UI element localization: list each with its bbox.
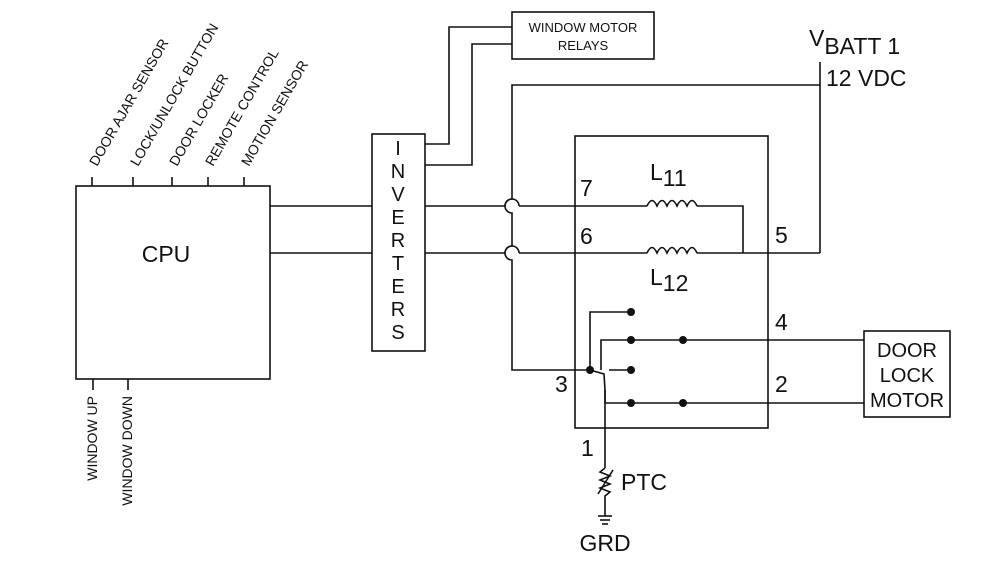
- coil-l12: L12: [646, 246, 820, 296]
- cpu-label: CPU: [142, 241, 191, 267]
- relay-contacts: [586, 308, 864, 468]
- pin-4-label: 4: [775, 309, 788, 335]
- vbatt-symbol: VBATT 1: [809, 25, 900, 59]
- battery-supply: VBATT 1 12 VDC: [809, 25, 907, 253]
- inverters-letter: I: [395, 138, 401, 160]
- pin-5-label: 5: [775, 222, 788, 248]
- window-motor-relays-block: WINDOW MOTOR RELAYS: [511, 11, 655, 60]
- cpu-output-leads: [92, 379, 129, 390]
- output-label-window-up: WINDOW UP: [84, 396, 100, 481]
- pin-2-label: 2: [775, 371, 788, 397]
- pin-6-label: 6: [580, 223, 593, 249]
- coil-l12-label: L12: [650, 264, 688, 296]
- inverters-letter: E: [391, 276, 404, 298]
- inverters-block: I N V E R T E R S: [371, 133, 426, 352]
- inverters-letter: R: [391, 230, 405, 252]
- inverters-letter: T: [392, 253, 404, 275]
- pin-7-label: 7: [580, 175, 593, 201]
- input-label-door-ajar-sensor: DOOR AJAR SENSOR: [86, 36, 172, 169]
- door-lock-motor-line1: DOOR: [877, 340, 937, 362]
- supply-to-pin3-wire: [504, 84, 820, 371]
- inverters-letter: N: [391, 161, 405, 183]
- ptc-label: PTC: [621, 469, 667, 495]
- ground-symbol: GRD: [579, 515, 631, 556]
- ground-label: GRD: [579, 530, 630, 556]
- input-label-motion-sensor: MOTION SENSOR: [238, 57, 311, 168]
- relay-box: [574, 135, 769, 429]
- pin-3-label: 3: [555, 371, 568, 397]
- inverters-letter: R: [391, 299, 405, 321]
- cpu-input-leads: [91, 177, 245, 186]
- inverters-letter: V: [391, 184, 405, 206]
- inverters-letter: S: [391, 322, 404, 344]
- inverter-to-coil-wires: [425, 198, 647, 254]
- ptc-resistor: PTC: [597, 467, 667, 516]
- supply-voltage: 12 VDC: [826, 65, 907, 91]
- coil-l11: L11: [646, 159, 744, 253]
- window-motor-relays-line1: WINDOW MOTOR: [529, 20, 638, 35]
- output-label-window-down: WINDOW DOWN: [119, 396, 135, 506]
- cpu-block: CPU: [75, 185, 271, 380]
- door-lock-motor-line3: MOTOR: [870, 390, 944, 412]
- door-lock-motor-block: DOOR LOCK MOTOR: [863, 330, 951, 418]
- coil-l11-label: L11: [650, 159, 687, 191]
- inverters-to-relays-wires: [425, 26, 512, 166]
- cpu-to-inverters-wires: [270, 205, 372, 254]
- inverters-letter: E: [391, 207, 404, 229]
- pin-1-label: 1: [581, 435, 594, 461]
- door-lock-motor-line2: LOCK: [880, 365, 935, 387]
- window-motor-relays-line2: RELAYS: [558, 38, 609, 53]
